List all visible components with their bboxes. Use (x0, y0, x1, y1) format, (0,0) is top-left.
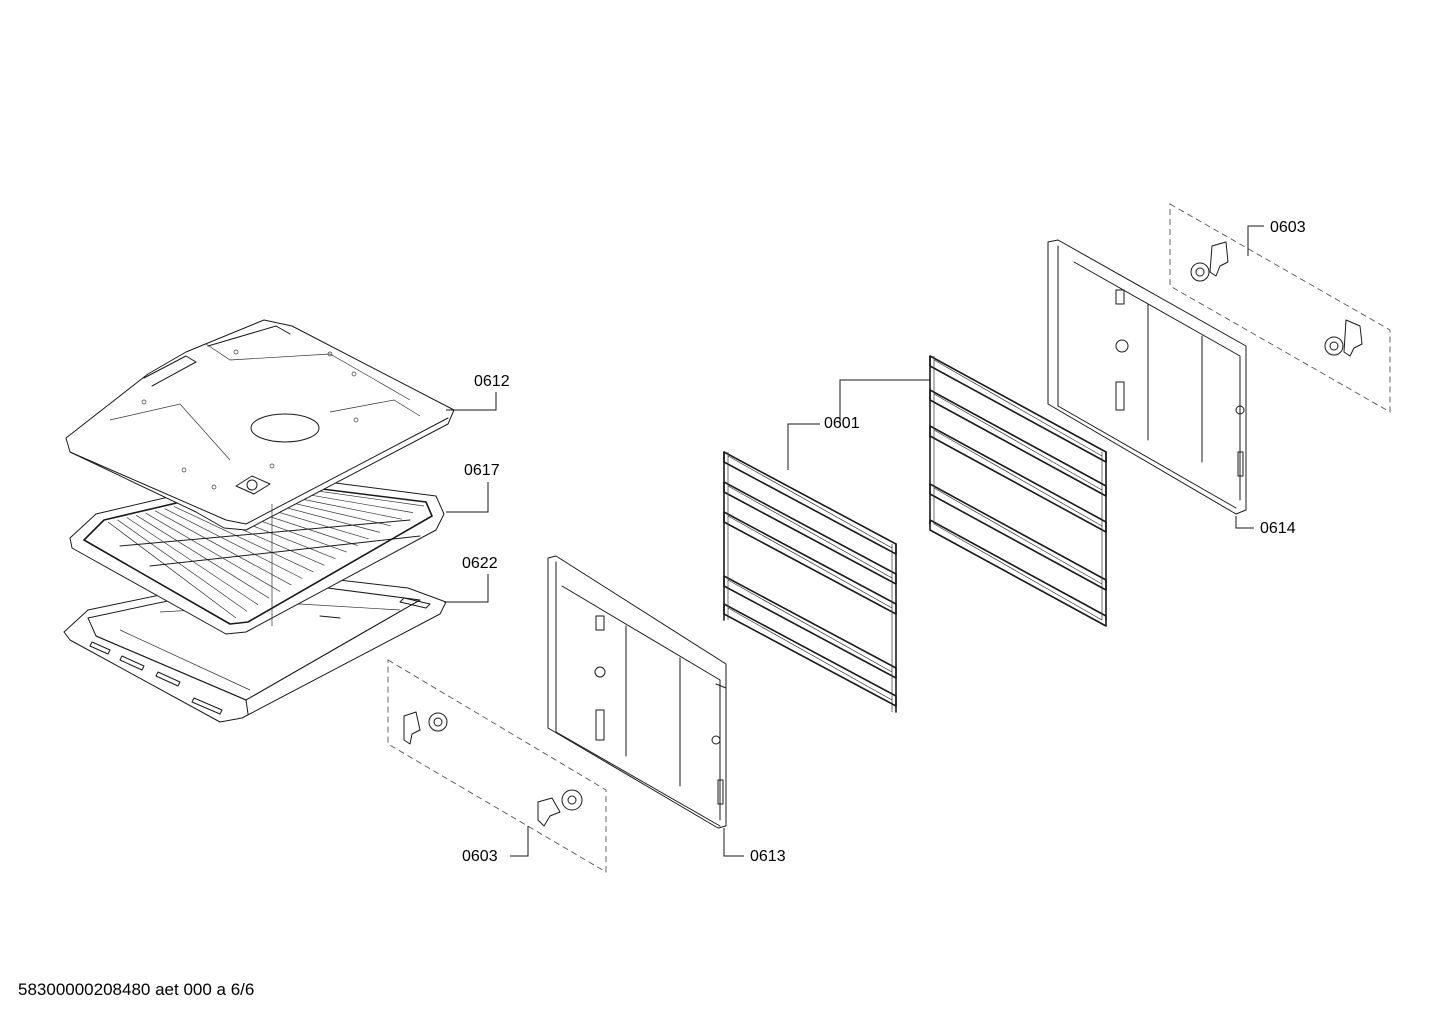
rail-runner-inner (933, 487, 1103, 585)
part-0614-right-side-panel (1047, 239, 1247, 515)
part-0601-right-rail (929, 355, 1107, 627)
part-0603-fasteners-bottom (387, 659, 607, 873)
rail-runner-inner (933, 359, 1103, 457)
part-0601-left-rail (723, 451, 897, 713)
rail-runner-inner (933, 523, 1103, 621)
drawing-reference-footer: 58300000208480 aet 000 a 6/6 (18, 980, 255, 999)
rack-crossbar (119, 519, 411, 547)
rail-runner-inner (727, 515, 893, 609)
callout-0601: 0601 (824, 415, 860, 432)
rail-runner-inner (727, 485, 893, 579)
part-0603-fasteners-top (1169, 203, 1391, 413)
rack-wire (173, 506, 314, 573)
tray-slots (89, 597, 431, 715)
clip-2 (537, 789, 583, 827)
rack-wire (117, 519, 248, 612)
rack-wire (136, 515, 270, 599)
callout-0614: 0614 (1260, 520, 1296, 537)
cover-holes (141, 349, 359, 490)
rail-runner-inner (933, 429, 1103, 527)
part-0622-baking-tray (63, 571, 447, 723)
callout-0613: 0613 (750, 848, 786, 865)
callout-0617: 0617 (464, 462, 500, 479)
clip-1 (403, 711, 448, 745)
rack-crossbar (149, 535, 421, 567)
rack-wire (154, 510, 292, 586)
rail-runner-inner (727, 579, 893, 673)
callout-labels: 0612 0617 0622 0601 0603 0614 0603 0613 (462, 219, 1306, 865)
rail-runner-inner (933, 393, 1103, 491)
callout-0603-bottom: 0603 (462, 848, 498, 865)
rail-runner-inner (727, 455, 893, 549)
rack-wire (107, 521, 237, 619)
clip-4 (1324, 319, 1363, 357)
part-0613-left-side-panel (547, 555, 727, 829)
rail-runner-inner (727, 607, 893, 701)
callout-0603-top: 0603 (1270, 219, 1306, 236)
rack-wire (164, 508, 303, 579)
leader-lines (444, 225, 1264, 857)
callout-0612: 0612 (474, 373, 510, 390)
part-0612-cover-plate (65, 319, 455, 626)
callout-0622: 0622 (462, 555, 498, 572)
rack-wire (145, 512, 281, 592)
clip-3 (1190, 241, 1229, 282)
rail-runner (929, 519, 1107, 627)
